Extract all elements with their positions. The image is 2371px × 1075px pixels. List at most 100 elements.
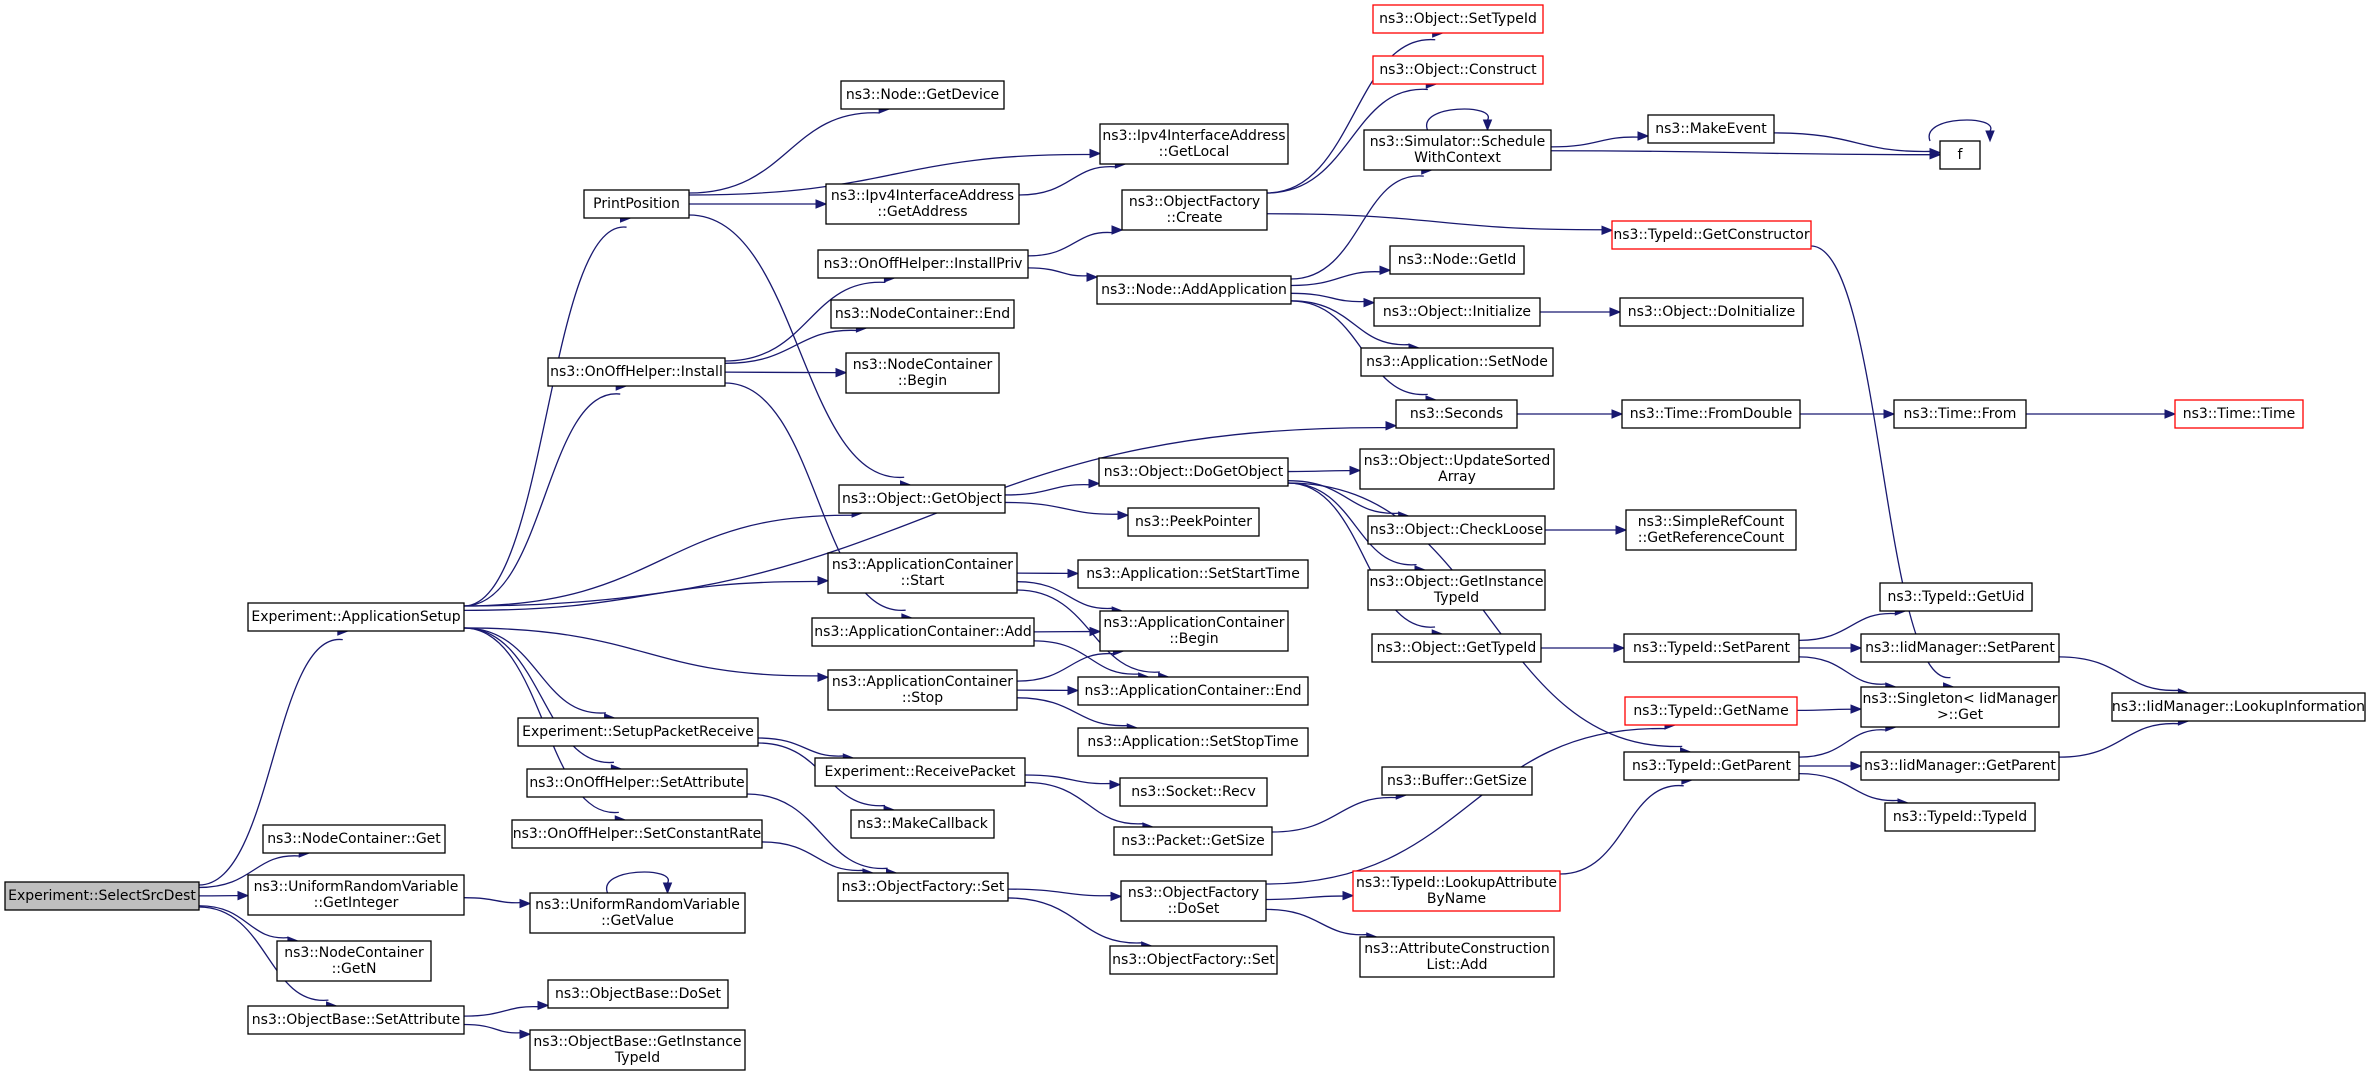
node-seconds[interactable]: ns3::Seconds xyxy=(1395,399,1518,429)
node-iid-lookupinfo[interactable]: ns3::IidManager::LookupInformation xyxy=(2111,692,2366,722)
node-onoff-installpriv[interactable]: ns3::OnOffHelper::InstallPriv xyxy=(817,249,1029,279)
node-onoff-setattr[interactable]: ns3::OnOffHelper::SetAttribute xyxy=(526,768,748,798)
node-ac-start[interactable]: ns3::ApplicationContainer::Start xyxy=(827,552,1018,594)
node-appsetup[interactable]: Experiment::ApplicationSetup xyxy=(247,602,465,632)
node-nc-getn[interactable]: ns3::NodeContainer::GetN xyxy=(276,940,432,982)
node-obj-construct[interactable]: ns3::Object::Construct xyxy=(1372,55,1544,85)
node-label: ns3::ApplicationContainer::End xyxy=(1085,683,1302,699)
node-peekpointer[interactable]: ns3::PeekPointer xyxy=(1127,507,1260,537)
node-label: ns3::Object::CheckLoose xyxy=(1370,522,1543,538)
node-nc-end[interactable]: ns3::NodeContainer::End xyxy=(830,299,1015,329)
node-nc-get[interactable]: ns3::NodeContainer::Get xyxy=(262,824,446,854)
node-of-set[interactable]: ns3::ObjectFactory::Set xyxy=(837,872,1009,902)
node-label: ::GetN xyxy=(332,961,377,977)
node-iid-setparent[interactable]: ns3::IidManager::SetParent xyxy=(1860,633,2060,663)
node-time-from[interactable]: ns3::Time::From xyxy=(1893,399,2027,429)
node-node-addapp[interactable]: ns3::Node::AddApplication xyxy=(1096,275,1292,305)
node-node-getdev[interactable]: ns3::Node::GetDevice xyxy=(840,80,1005,110)
node-obj-doinit[interactable]: ns3::Object::DoInitialize xyxy=(1619,297,1804,327)
edge-onoff-installpriv-to-of-create xyxy=(1027,225,1124,257)
node-box xyxy=(1109,945,1278,975)
node-ac-begin[interactable]: ns3::ApplicationContainer::Begin xyxy=(1099,610,1289,652)
node-urv-getint[interactable]: ns3::UniformRandomVariable::GetInteger xyxy=(247,874,465,916)
node-obj-dogetobject[interactable]: ns3::Object::DoGetObject xyxy=(1098,457,1289,487)
node-socket-recv[interactable]: ns3::Socket::Recv xyxy=(1119,777,1268,807)
node-box xyxy=(1113,826,1273,856)
node-typeid-getparent[interactable]: ns3::TypeId::GetParent xyxy=(1623,751,1800,781)
node-ipv4-getlocal[interactable]: ns3::Ipv4InterfaceAddress::GetLocal xyxy=(1099,123,1289,165)
node-label: PrintPosition xyxy=(593,196,680,212)
node-f[interactable]: f xyxy=(1939,140,1981,170)
edge-ob-setattr-to-ob-doset xyxy=(463,1000,550,1017)
node-ob-doset[interactable]: ns3::ObjectBase::DoSet xyxy=(547,979,729,1009)
node-of-create[interactable]: ns3::ObjectFactory::Create xyxy=(1121,189,1268,231)
node-iid-getparent[interactable]: ns3::IidManager::GetParent xyxy=(1860,751,2060,781)
node-of-doset[interactable]: ns3::ObjectFactory::DoSet xyxy=(1120,880,1267,922)
node-of-set2[interactable]: ns3::ObjectFactory::Set xyxy=(1109,945,1278,975)
node-ac-end[interactable]: ns3::ApplicationContainer::End xyxy=(1077,676,1309,706)
node-buffer-getsize[interactable]: ns3::Buffer::GetSize xyxy=(1381,766,1533,796)
edge-time-from-to-time-time xyxy=(2025,409,2177,419)
node-label: ns3::ObjectBase::DoSet xyxy=(555,986,721,1002)
node-app-setstop[interactable]: ns3::Application::SetStopTime xyxy=(1077,727,1309,757)
node-printpos[interactable]: PrintPosition xyxy=(583,189,690,219)
node-label: ::Stop xyxy=(902,690,943,706)
node-makecallback[interactable]: ns3::MakeCallback xyxy=(850,809,995,839)
node-typeid-setparent[interactable]: ns3::TypeId::SetParent xyxy=(1623,633,1800,663)
node-label: TypeId xyxy=(614,1050,660,1066)
node-obj-getobject[interactable]: ns3::Object::GetObject xyxy=(838,484,1006,514)
node-box xyxy=(1860,751,2060,781)
node-box xyxy=(1860,633,2060,663)
node-label: ns3::ObjectFactory xyxy=(1128,885,1259,901)
node-packet-getsize[interactable]: ns3::Packet::GetSize xyxy=(1113,826,1273,856)
node-typeid-typeid[interactable]: ns3::TypeId::TypeId xyxy=(1884,802,2036,832)
node-typeid-getuid[interactable]: ns3::TypeId::GetUid xyxy=(1879,582,2033,612)
node-ob-setattr[interactable]: ns3::ObjectBase::SetAttribute xyxy=(247,1005,465,1035)
node-selectsrcdest[interactable]: Experiment::SelectSrcDest xyxy=(4,881,200,911)
node-ac-add[interactable]: ns3::ApplicationContainer::Add xyxy=(811,617,1035,647)
node-label: ns3::OnOffHelper::SetConstantRate xyxy=(513,826,762,842)
node-obj-gettypeid[interactable]: ns3::Object::GetTypeId xyxy=(1371,633,1542,663)
node-box xyxy=(529,892,746,934)
node-box xyxy=(1939,140,1981,170)
node-label: ns3::ApplicationContainer xyxy=(1103,615,1284,631)
node-singleton-get[interactable]: ns3::Singleton< IidManager >::Get xyxy=(1860,686,2060,728)
node-onoff-install[interactable]: ns3::OnOffHelper::Install xyxy=(547,357,726,387)
node-makeevent[interactable]: ns3::MakeEvent xyxy=(1647,114,1775,144)
node-box xyxy=(1099,123,1289,165)
node-box xyxy=(1127,507,1260,537)
node-urv-getval[interactable]: ns3::UniformRandomVariable::GetValue xyxy=(529,892,746,934)
node-recvpacket[interactable]: Experiment::ReceivePacket xyxy=(814,757,1026,787)
node-obj-settypeid[interactable]: ns3::Object::SetTypeId xyxy=(1372,4,1544,34)
node-label: ns3::Object::Initialize xyxy=(1383,304,1531,320)
node-box xyxy=(1360,347,1554,377)
node-obj-initialize[interactable]: ns3::Object::Initialize xyxy=(1373,297,1541,327)
node-time-time[interactable]: ns3::Time::Time xyxy=(2174,399,2304,429)
node-onoff-setconst[interactable]: ns3::OnOffHelper::SetConstantRate xyxy=(511,819,763,849)
node-box xyxy=(838,484,1006,514)
edge-typeid-setparent-to-iid-setparent xyxy=(1799,643,1863,653)
node-label: ns3::Node::GetDevice xyxy=(846,87,999,103)
node-typeid-getname[interactable]: ns3::TypeId::GetName xyxy=(1624,696,1798,726)
node-time-fromdouble[interactable]: ns3::Time::FromDouble xyxy=(1621,399,1801,429)
node-app-setnode[interactable]: ns3::Application::SetNode xyxy=(1360,347,1554,377)
node-setuppacket[interactable]: Experiment::SetupPacketReceive xyxy=(517,717,759,747)
node-simplerefcount[interactable]: ns3::SimpleRefCount::GetReferenceCount xyxy=(1625,509,1797,551)
function-nodes: Experiment::SelectSrcDest Experiment::App… xyxy=(4,4,2366,1071)
node-ac-stop[interactable]: ns3::ApplicationContainer::Stop xyxy=(827,669,1018,711)
node-label: ns3::IidManager::GetParent xyxy=(1864,758,2056,774)
node-label: ns3::ObjectFactory::Set xyxy=(842,879,1005,895)
node-node-getid[interactable]: ns3::Node::GetId xyxy=(1389,245,1525,275)
node-obj-checkloose[interactable]: ns3::Object::CheckLoose xyxy=(1367,515,1546,545)
node-app-setstart[interactable]: ns3::Application::SetStartTime xyxy=(1077,559,1309,589)
node-typeid-getctor[interactable]: ns3::TypeId::GetConstructor xyxy=(1611,220,1812,250)
node-ipv4-getaddr[interactable]: ns3::Ipv4InterfaceAddress::GetAddress xyxy=(825,183,1020,225)
node-label: WithContext xyxy=(1414,150,1501,166)
node-nc-begin[interactable]: ns3::NodeContainer::Begin xyxy=(845,352,1000,394)
